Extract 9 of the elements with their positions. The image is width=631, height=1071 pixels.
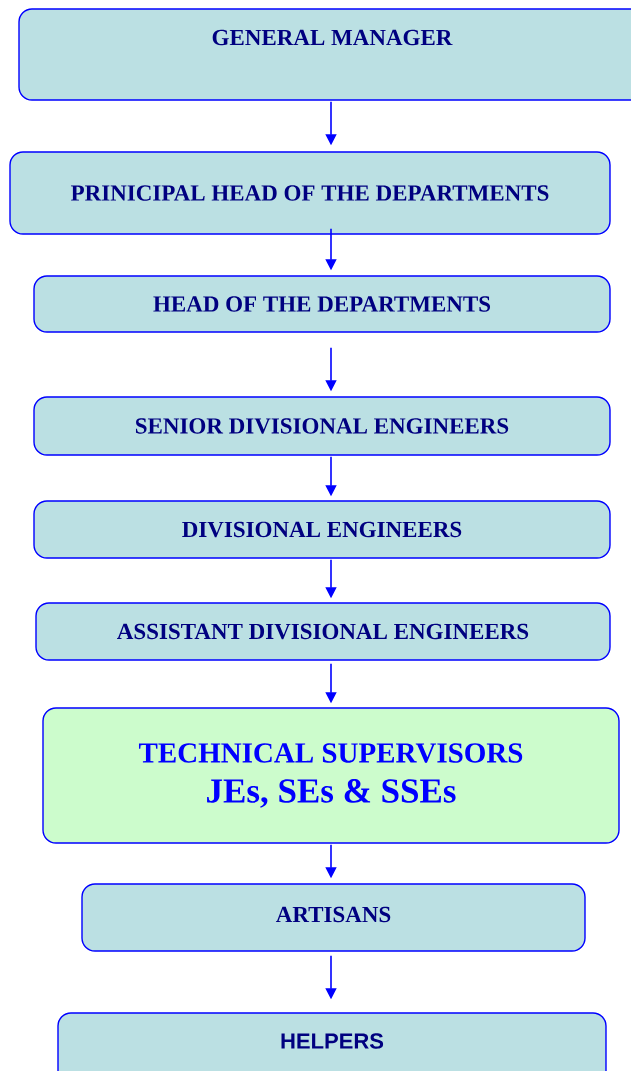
process-box: DIVISIONAL ENGINEERS — [33, 500, 611, 559]
process-box: ASSISTANT DIVISIONAL ENGINEERS — [35, 602, 611, 661]
process-box: SENIOR DIVISIONAL ENGINEERS — [33, 396, 611, 456]
process-box: TECHNICAL SUPERVISORS JEs, SEs & SSEs — [42, 707, 620, 844]
process-box: ARTISANS — [81, 883, 586, 952]
process-box: HEAD OF THE DEPARTMENTS — [33, 275, 611, 333]
process-box: PRINICIPAL HEAD OF THE DEPARTMENTS — [9, 151, 611, 235]
process-box: HELPERS — [57, 1012, 607, 1071]
process-box: GENERAL MANAGER — [18, 8, 631, 101]
